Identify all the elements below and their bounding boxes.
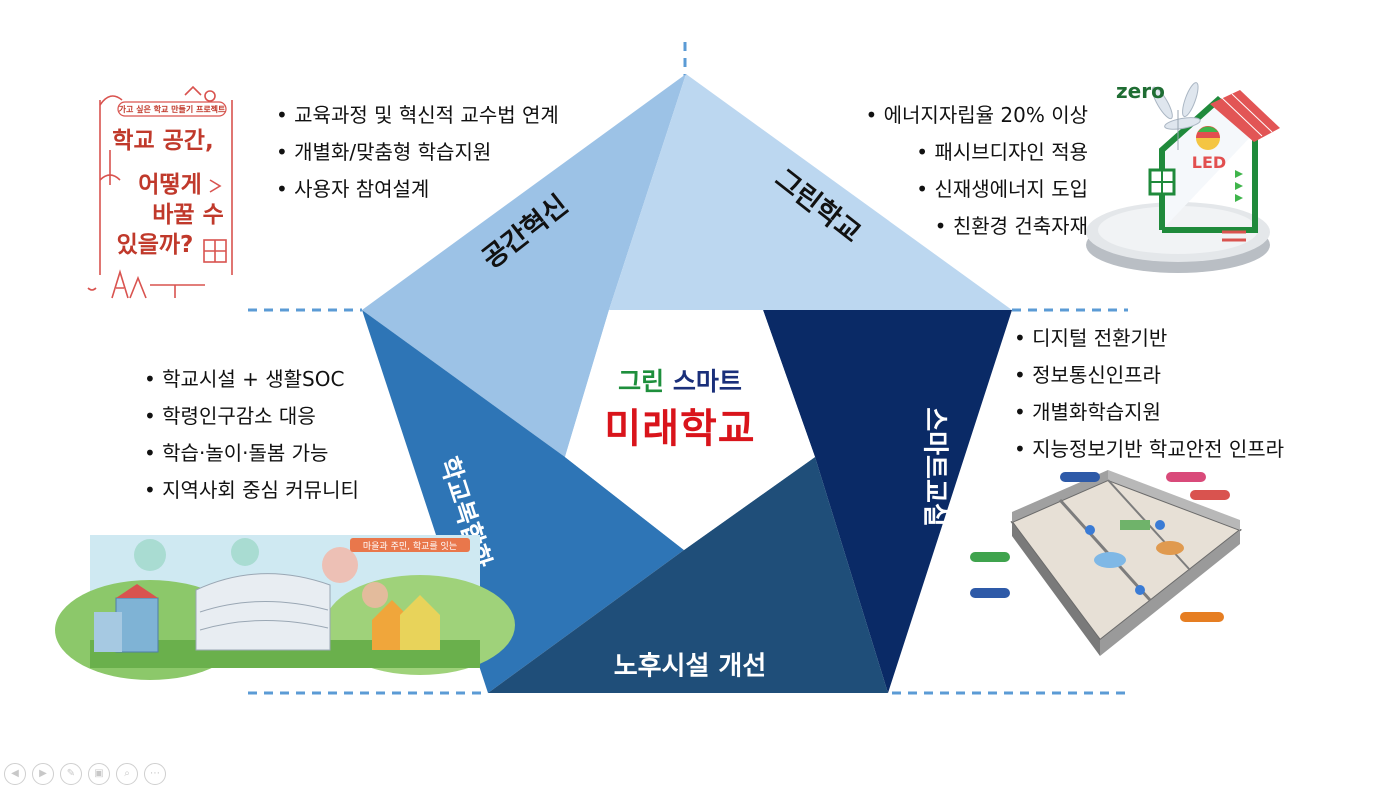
pen-icon[interactable]: ✎ <box>60 763 82 785</box>
segment-space-innovation <box>362 74 686 457</box>
fan-icon <box>1151 82 1201 150</box>
book-title-4: 있을까? <box>117 232 194 258</box>
house-led: LED <box>1192 153 1226 172</box>
smart-bullet: 디지털 전환기반 <box>1014 320 1284 357</box>
label-smart-classroom: 스마트교실 <box>920 407 950 527</box>
complex-bullet: 학령인구감소 대응 <box>144 398 359 435</box>
more-options-icon[interactable]: ⋯ <box>144 763 166 785</box>
space-bullet: 교육과정 및 혁신적 교수법 연계 <box>276 97 559 134</box>
center-title-line2: 미래학교 <box>604 406 756 452</box>
center-green-word: 그린 <box>618 367 665 396</box>
green-bullet: 패시브디자인 적용 <box>770 134 1088 171</box>
green-bullet: 친환경 건축자재 <box>770 208 1088 245</box>
book-cover-image: 가고 싶은 학교 만들기 프로젝트 학교 공간, 어떻게 바꿀 수 있을까? <box>87 85 236 299</box>
house-zero: zero <box>1116 79 1165 103</box>
complex-bullet: 학교시설 + 생활SOC <box>144 361 359 398</box>
space-bullet: 개별화/맞춤형 학습지원 <box>276 134 559 171</box>
next-slide-icon[interactable]: ▶ <box>32 763 54 785</box>
green-bullet: 신재생에너지 도입 <box>770 171 1088 208</box>
previous-slide-icon[interactable]: ◀ <box>4 763 26 785</box>
center-smart-word: 스마트 <box>672 367 742 396</box>
center-pentagon <box>565 310 815 550</box>
space-bullets: 교육과정 및 혁신적 교수법 연계 개별화/맞춤형 학습지원 사용자 참여설계 <box>276 97 559 208</box>
complex-bullets: 학교시설 + 생활SOC 학령인구감소 대응 학습·놀이·돌봄 가능 지역사회 … <box>144 361 359 509</box>
green-bullets: 에너지자립율 20% 이상 패시브디자인 적용 신재생에너지 도입 친환경 건축… <box>770 97 1088 245</box>
smart-classroom-image <box>970 470 1243 656</box>
slideshow-toolbar: ◀ ▶ ✎ ▣ ⌕ ⋯ <box>4 763 166 785</box>
book-title-1: 학교 공간, <box>112 128 213 154</box>
school-complex-image: 마을과 주민, 학교를 잇는 <box>55 535 515 680</box>
segment-smart-classroom <box>763 310 1012 693</box>
book-title-3: 바꿀 수 <box>152 202 224 228</box>
center-title-line1: 그린 스마트 <box>575 362 785 398</box>
book-title-2: 어떻게 <box>138 172 201 198</box>
zoom-icon[interactable]: ⌕ <box>116 763 138 785</box>
smart-bullet: 정보통신인프라 <box>1014 357 1284 394</box>
green-bullet: 에너지자립율 20% 이상 <box>770 97 1088 134</box>
smart-bullet: 지능정보기반 학교안전 인프라 <box>1014 431 1284 468</box>
smart-bullet: 개별화학습지원 <box>1014 394 1284 431</box>
book-series: 가고 싶은 학교 만들기 프로젝트 <box>119 104 226 114</box>
segment-old-facility <box>488 457 888 693</box>
segment-school-complex <box>362 310 684 693</box>
complex-bullet: 학습·놀이·돌봄 가능 <box>144 435 359 472</box>
slides-grid-icon[interactable]: ▣ <box>88 763 110 785</box>
dashed-guides <box>248 42 1128 695</box>
smart-bullets: 디지털 전환기반 정보통신인프라 개별화학습지원 지능정보기반 학교안전 인프라 <box>1014 320 1284 468</box>
space-bullet: 사용자 참여설계 <box>276 171 559 208</box>
complex-bullet: 지역사회 중심 커뮤니티 <box>144 472 359 509</box>
center-title: 그린 스마트 미래학교 <box>575 362 785 454</box>
label-old-facility: 노후시설 개선 <box>614 652 767 682</box>
banner-caption: 마을과 주민, 학교를 잇는 <box>363 540 457 552</box>
zero-energy-house-image: LED zero <box>1086 79 1280 273</box>
